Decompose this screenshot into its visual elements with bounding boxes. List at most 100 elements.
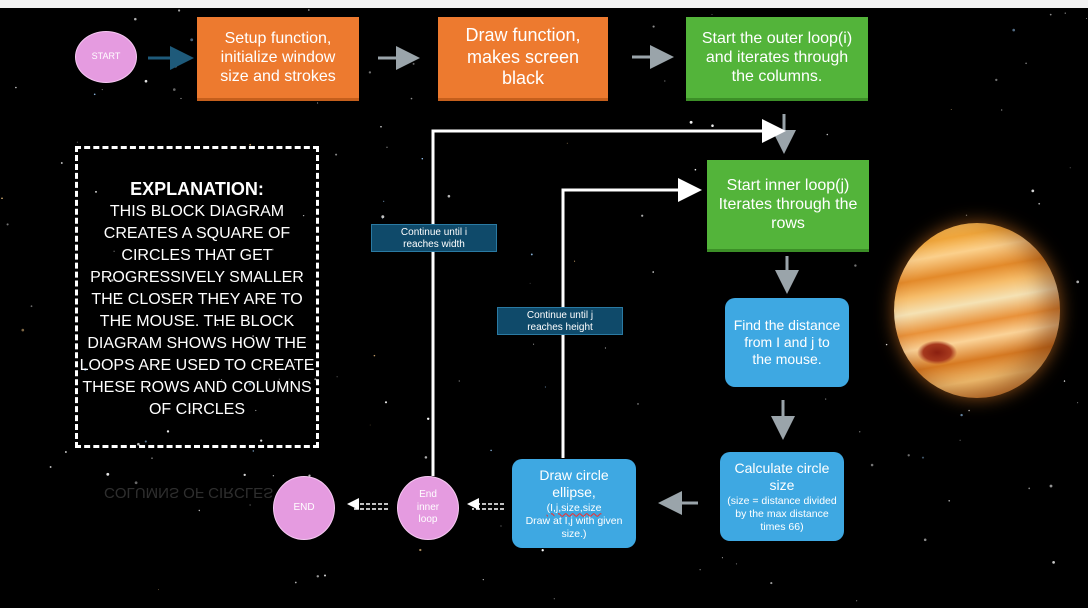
star	[1, 197, 3, 199]
star	[314, 378, 317, 381]
star	[323, 574, 327, 577]
star	[269, 297, 271, 299]
star	[652, 271, 655, 273]
star	[959, 439, 961, 441]
star	[117, 294, 120, 296]
explanation-reflection: COLUMNS OF CIRCLES	[104, 484, 274, 501]
star	[960, 413, 963, 417]
star	[178, 9, 181, 12]
star	[335, 153, 338, 156]
star	[995, 78, 998, 82]
draw-function-box[interactable]: Draw function, makes screen black	[438, 17, 608, 101]
star	[373, 354, 376, 357]
star	[307, 9, 310, 11]
star	[529, 282, 531, 284]
star	[950, 109, 952, 110]
star	[825, 398, 827, 400]
setup-function-box[interactable]: Setup function, initialize window size a…	[197, 17, 359, 101]
star	[173, 88, 176, 91]
star	[65, 451, 67, 453]
star	[134, 481, 138, 485]
star	[271, 248, 274, 251]
calculate-size-label: Calculate circle size	[734, 459, 830, 493]
star	[544, 386, 546, 388]
star	[216, 323, 219, 326]
star	[386, 146, 388, 149]
star	[854, 264, 857, 267]
star	[1038, 202, 1041, 205]
star	[83, 368, 87, 371]
star	[106, 472, 110, 476]
star	[856, 600, 858, 602]
star	[249, 504, 251, 506]
star	[1049, 484, 1053, 488]
explanation-box: EXPLANATION: THIS BLOCK DIAGRAM CREATES …	[75, 146, 319, 448]
star	[144, 79, 148, 83]
star	[134, 17, 137, 21]
star	[278, 378, 280, 380]
explanation-title: EXPLANATION:	[130, 179, 264, 199]
star	[1031, 189, 1035, 193]
arrow-end-inner-to-end	[347, 498, 388, 510]
star	[1076, 280, 1080, 284]
star	[826, 133, 829, 136]
star	[711, 124, 714, 127]
star	[1049, 13, 1052, 16]
star	[368, 71, 372, 74]
star	[664, 80, 666, 82]
star	[111, 279, 114, 282]
draw-circle-note: Draw at I,j with given size.)	[525, 515, 623, 540]
star	[490, 449, 492, 452]
star	[419, 548, 422, 552]
star	[101, 89, 103, 91]
star	[383, 200, 385, 202]
star	[190, 38, 194, 42]
star	[885, 343, 888, 346]
star	[604, 347, 606, 349]
loop-back-outer	[431, 119, 786, 476]
window-top-edge	[0, 0, 1088, 8]
star	[482, 578, 484, 581]
jupiter-planet-image	[894, 223, 1060, 398]
star	[190, 410, 192, 413]
star	[1001, 109, 1003, 111]
star	[447, 194, 451, 198]
star	[711, 14, 713, 16]
star	[30, 305, 33, 308]
star	[76, 141, 78, 143]
arrow-draw-circle-to-end-inner	[467, 498, 504, 510]
explanation-text: THIS BLOCK DIAGRAM CREATES A SQUARE OF C…	[79, 203, 315, 418]
draw-circle-box[interactable]: Draw circle ellipse, (I,j,size,size Draw…	[512, 459, 636, 548]
star	[302, 214, 305, 217]
find-distance-box[interactable]: Find the distance from I and j to the mo…	[725, 298, 849, 387]
continue-height-label: Continue until j reaches height	[497, 307, 623, 335]
star	[500, 525, 502, 527]
star	[60, 162, 63, 164]
star	[458, 380, 460, 382]
star	[137, 442, 140, 446]
star	[1063, 380, 1066, 382]
calculate-size-box[interactable]: Calculate circle size (size = distance d…	[720, 452, 844, 541]
star	[541, 549, 544, 552]
start-node[interactable]: START	[75, 31, 137, 83]
star	[144, 440, 147, 443]
star	[859, 431, 861, 433]
star	[426, 417, 430, 421]
star	[160, 292, 164, 296]
star	[159, 205, 161, 207]
star	[948, 499, 951, 502]
star	[699, 569, 701, 571]
inner-loop-box[interactable]: Start inner loop(j) Iterates through the…	[707, 160, 869, 252]
star	[968, 409, 970, 412]
star	[574, 260, 576, 262]
end-node[interactable]: END	[273, 476, 335, 540]
star	[316, 575, 320, 578]
star	[870, 463, 874, 467]
star	[424, 456, 428, 459]
outer-loop-box[interactable]: Start the outer loop(i) and iterates thr…	[686, 17, 868, 101]
star	[252, 450, 255, 452]
end-inner-loop-node[interactable]: End inner loop	[397, 476, 459, 540]
star	[721, 557, 723, 559]
star	[735, 563, 738, 565]
